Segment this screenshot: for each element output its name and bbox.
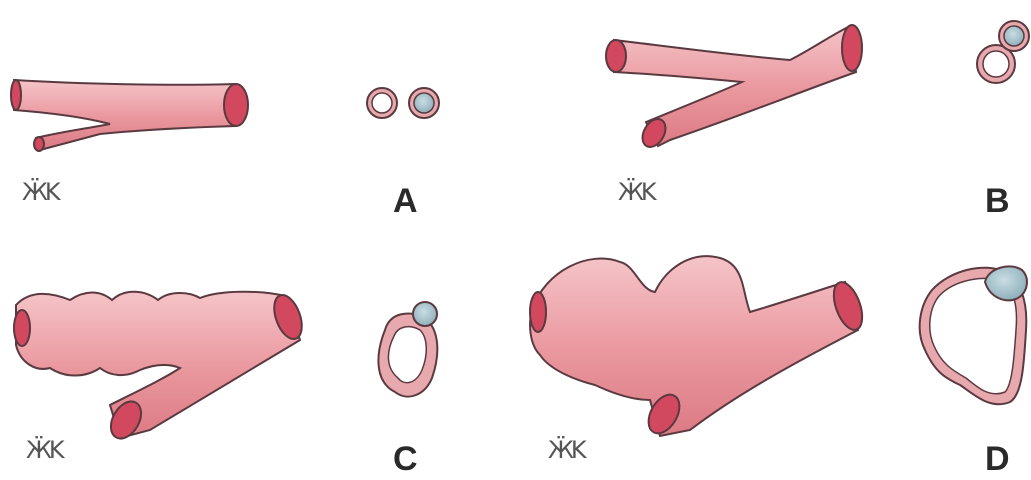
panel-b-cross-section: [977, 21, 1029, 83]
panel-c-vessel: [14, 291, 307, 444]
panel-a-label: A: [393, 182, 418, 221]
panel-a-mark: ӜK: [22, 178, 58, 206]
panel-b-label: B: [985, 182, 1010, 221]
panel-c-label: C: [393, 440, 418, 479]
panel-b-vessel: [606, 25, 862, 151]
panel-a-cross-section: [367, 88, 439, 118]
panel-a-vessel: [11, 80, 248, 151]
panel-d-vessel: [530, 256, 868, 438]
panel-c-cross-section: [378, 302, 437, 397]
panel-b-mark: ӜK: [618, 178, 654, 206]
panel-d-cross-section: [920, 266, 1027, 404]
panel-c-mark: ӜK: [26, 436, 62, 464]
panel-d-mark: ӜK: [548, 436, 584, 464]
panel-d-label: D: [985, 440, 1010, 479]
